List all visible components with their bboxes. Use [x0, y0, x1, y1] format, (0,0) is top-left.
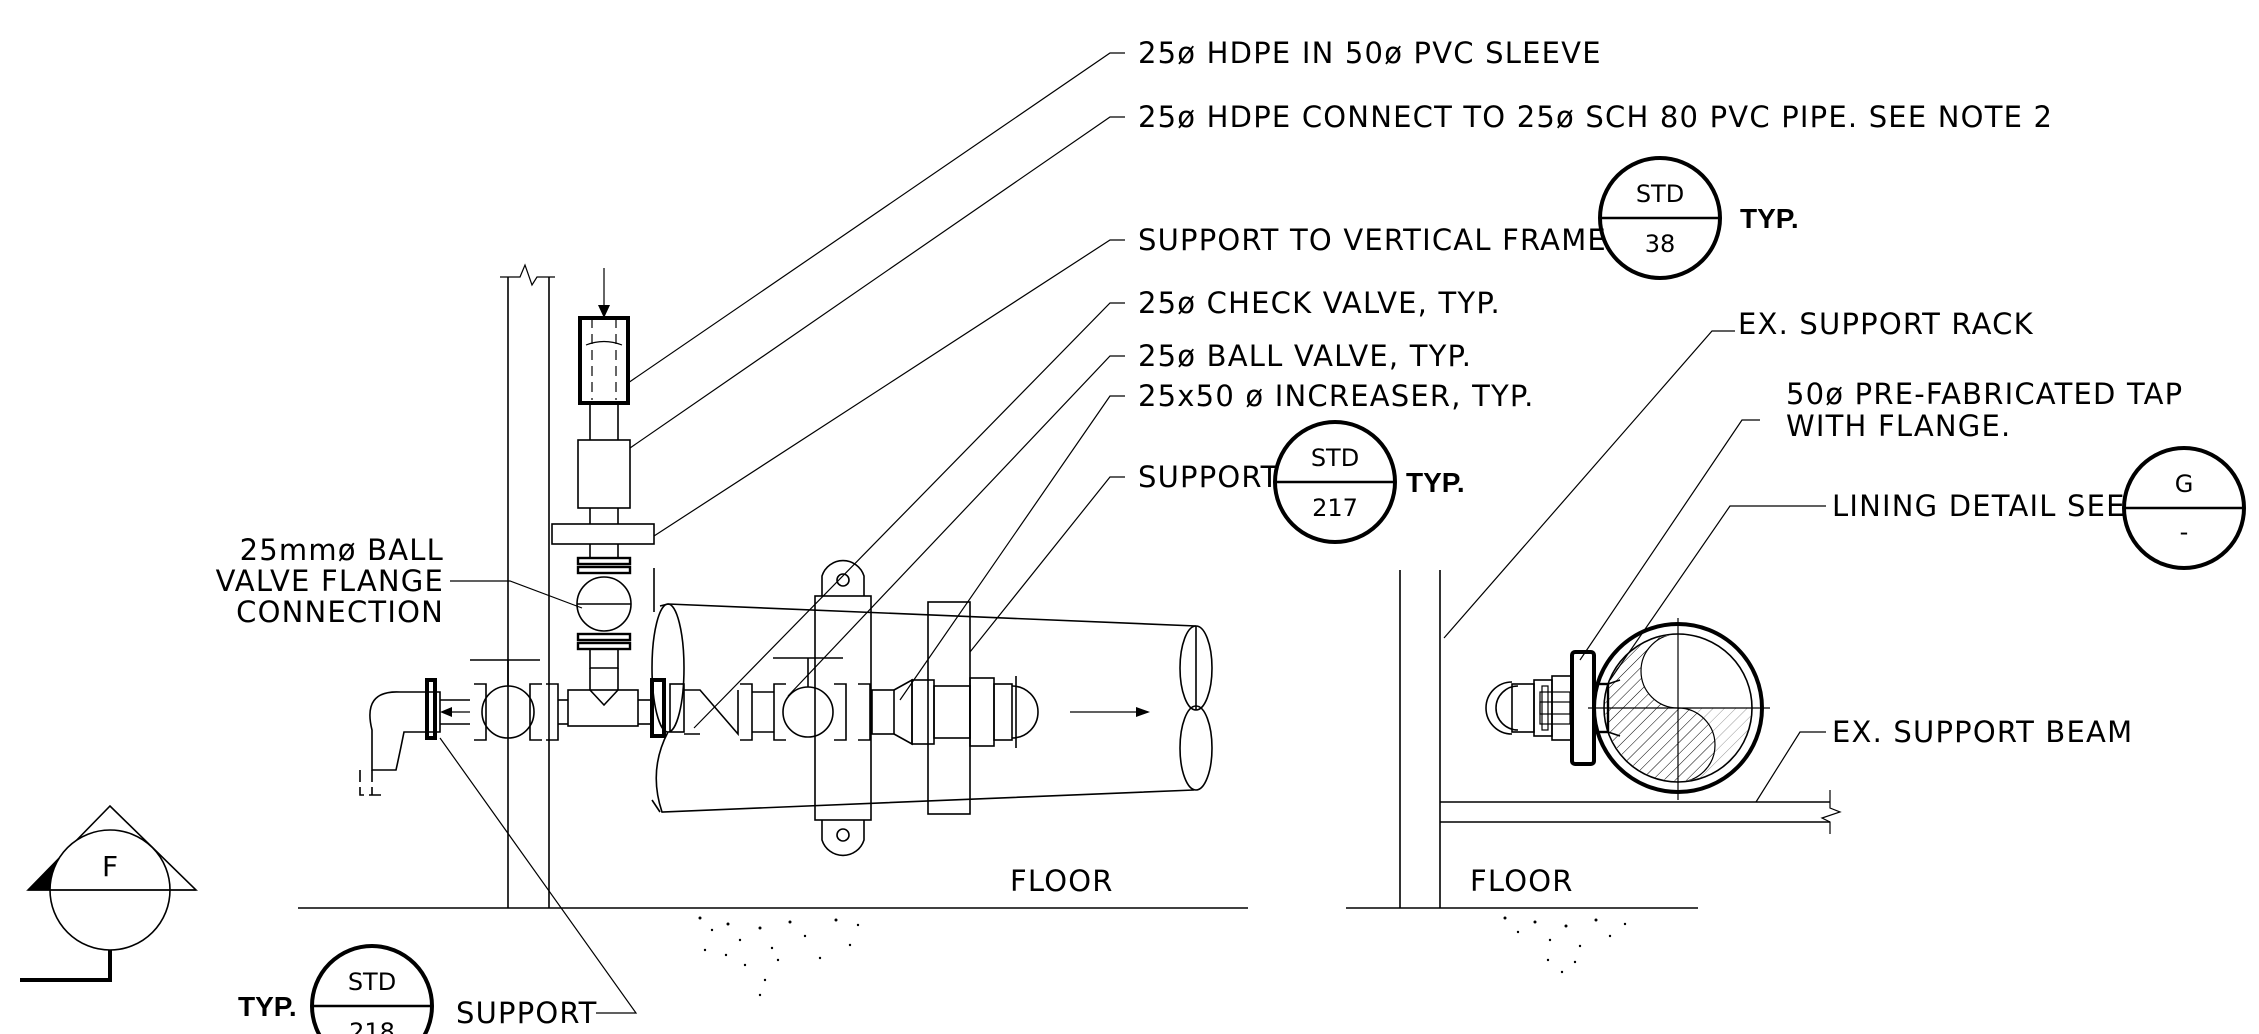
label-ex-support-rack: EX. SUPPORT RACK	[1738, 307, 2034, 341]
pipe-coupling	[577, 439, 631, 509]
section-marker-f-label: F	[102, 850, 118, 883]
pvc-sleeve	[578, 316, 630, 405]
label-increaser: 25x50 ø INCREASER, TYP.	[1138, 379, 1535, 413]
support-clamp-vertical	[551, 523, 655, 545]
elbow-outlet	[359, 770, 386, 796]
callout-labels: 25ø HDPE IN 50ø PVC SLEEVE 25ø HDPE CONN…	[216, 36, 2183, 1030]
right-section-view	[1346, 570, 1842, 974]
section-marker-f: F	[20, 804, 198, 982]
pipe-support-clamp	[814, 595, 872, 821]
leader-check-valve	[693, 302, 1125, 729]
label-ex-support-beam: EX. SUPPORT BEAM	[1832, 715, 2133, 749]
bubble-std-217-top: STD	[1311, 444, 1359, 472]
leader-hdpe-connect	[629, 116, 1125, 449]
bubble-detail-g: G -	[2122, 446, 2246, 570]
label-check-valve: 25ø CHECK VALVE, TYP.	[1138, 286, 1501, 320]
support-bracket-217	[927, 601, 971, 815]
concrete-hatch-left	[698, 916, 860, 997]
leader-increaser	[899, 395, 1125, 701]
label-ball-valve-flange-2: VALVE FLANGE	[216, 564, 444, 598]
bubble-std-218: STD 218 TYP.	[238, 944, 434, 1034]
bubble-std-218-top: STD	[348, 968, 396, 996]
leader-ball-valve-flange	[450, 580, 583, 609]
flange-pair	[650, 678, 666, 738]
beam-break-symbol	[1820, 790, 1842, 834]
concrete-hatch-right	[1503, 916, 1627, 974]
label-support-vertical: SUPPORT TO VERTICAL FRAME	[1138, 223, 1607, 257]
leader-hdpe-sleeve	[627, 52, 1125, 384]
label-ball-valve-flange-1: 25mmø BALL	[240, 533, 444, 567]
bubble-std-217-typ: TYP.	[1406, 467, 1465, 498]
label-ball-valve-flange-3: CONNECTION	[236, 595, 444, 629]
label-floor-left: FLOOR	[1010, 864, 1114, 898]
bubble-std-38-bottom: 38	[1645, 230, 1676, 258]
left-elevation-view	[298, 263, 1248, 997]
bubble-std-38-typ: TYP.	[1740, 203, 1799, 234]
leader-support-vertical	[653, 239, 1125, 537]
bubble-detail-g-top: G	[2175, 470, 2194, 498]
label-floor-right: FLOOR	[1470, 864, 1574, 898]
leader-support-218	[439, 737, 638, 1014]
sleeve-break-mark	[585, 340, 623, 346]
leader-prefab-tap	[1579, 419, 1760, 661]
tap-end-cap	[1485, 681, 1513, 735]
leader-support-rack	[1443, 330, 1735, 639]
leader-lining-detail	[1609, 505, 1826, 681]
bubble-std-38-top: STD	[1636, 180, 1684, 208]
label-hdpe-sleeve: 25ø HDPE IN 50ø PVC SLEEVE	[1138, 36, 1602, 70]
label-support-217: SUPPORT	[1138, 460, 1280, 494]
elbow-fitting	[369, 691, 441, 771]
label-hdpe-connect: 25ø HDPE CONNECT TO 25ø SCH 80 PVC PIPE.…	[1138, 100, 2053, 134]
elbow-flange	[425, 678, 437, 740]
label-prefab-tap-1: 50ø PRE-FABRICATED TAP	[1786, 377, 2183, 411]
label-support-218: SUPPORT	[456, 996, 598, 1030]
check-valve	[684, 689, 739, 737]
ball-valve-right	[782, 686, 834, 738]
valve-flange-top	[576, 556, 632, 566]
increaser	[893, 678, 913, 746]
bubble-std-38: STD 38 TYP.	[1598, 156, 1799, 280]
bubble-std-217: STD 217 TYP.	[1273, 420, 1465, 544]
flow-arrow-head	[598, 305, 610, 318]
label-lining-detail: LINING DETAIL SEE	[1832, 489, 2126, 523]
frame-break-symbol	[500, 263, 555, 287]
leader-support-217	[969, 476, 1125, 653]
leader-lines	[439, 52, 1826, 1014]
bubble-std-218-typ: TYP.	[238, 991, 297, 1022]
tee-fitting	[567, 689, 639, 727]
leader-ball-valve	[787, 355, 1125, 697]
label-ball-valve: 25ø BALL VALVE, TYP.	[1138, 339, 1472, 373]
hdpe-inner-pipe	[591, 318, 617, 400]
main-pipe-end-right	[1179, 625, 1213, 711]
main-pipe-end-left	[651, 603, 685, 733]
bubble-std-218-bottom: 218	[349, 1018, 395, 1034]
label-prefab-tap-2: WITH FLANGE.	[1786, 409, 2011, 443]
bubble-std-217-bottom: 217	[1312, 494, 1358, 522]
leader-support-beam	[1755, 731, 1826, 803]
bubble-detail-g-bottom: -	[2180, 518, 2189, 546]
